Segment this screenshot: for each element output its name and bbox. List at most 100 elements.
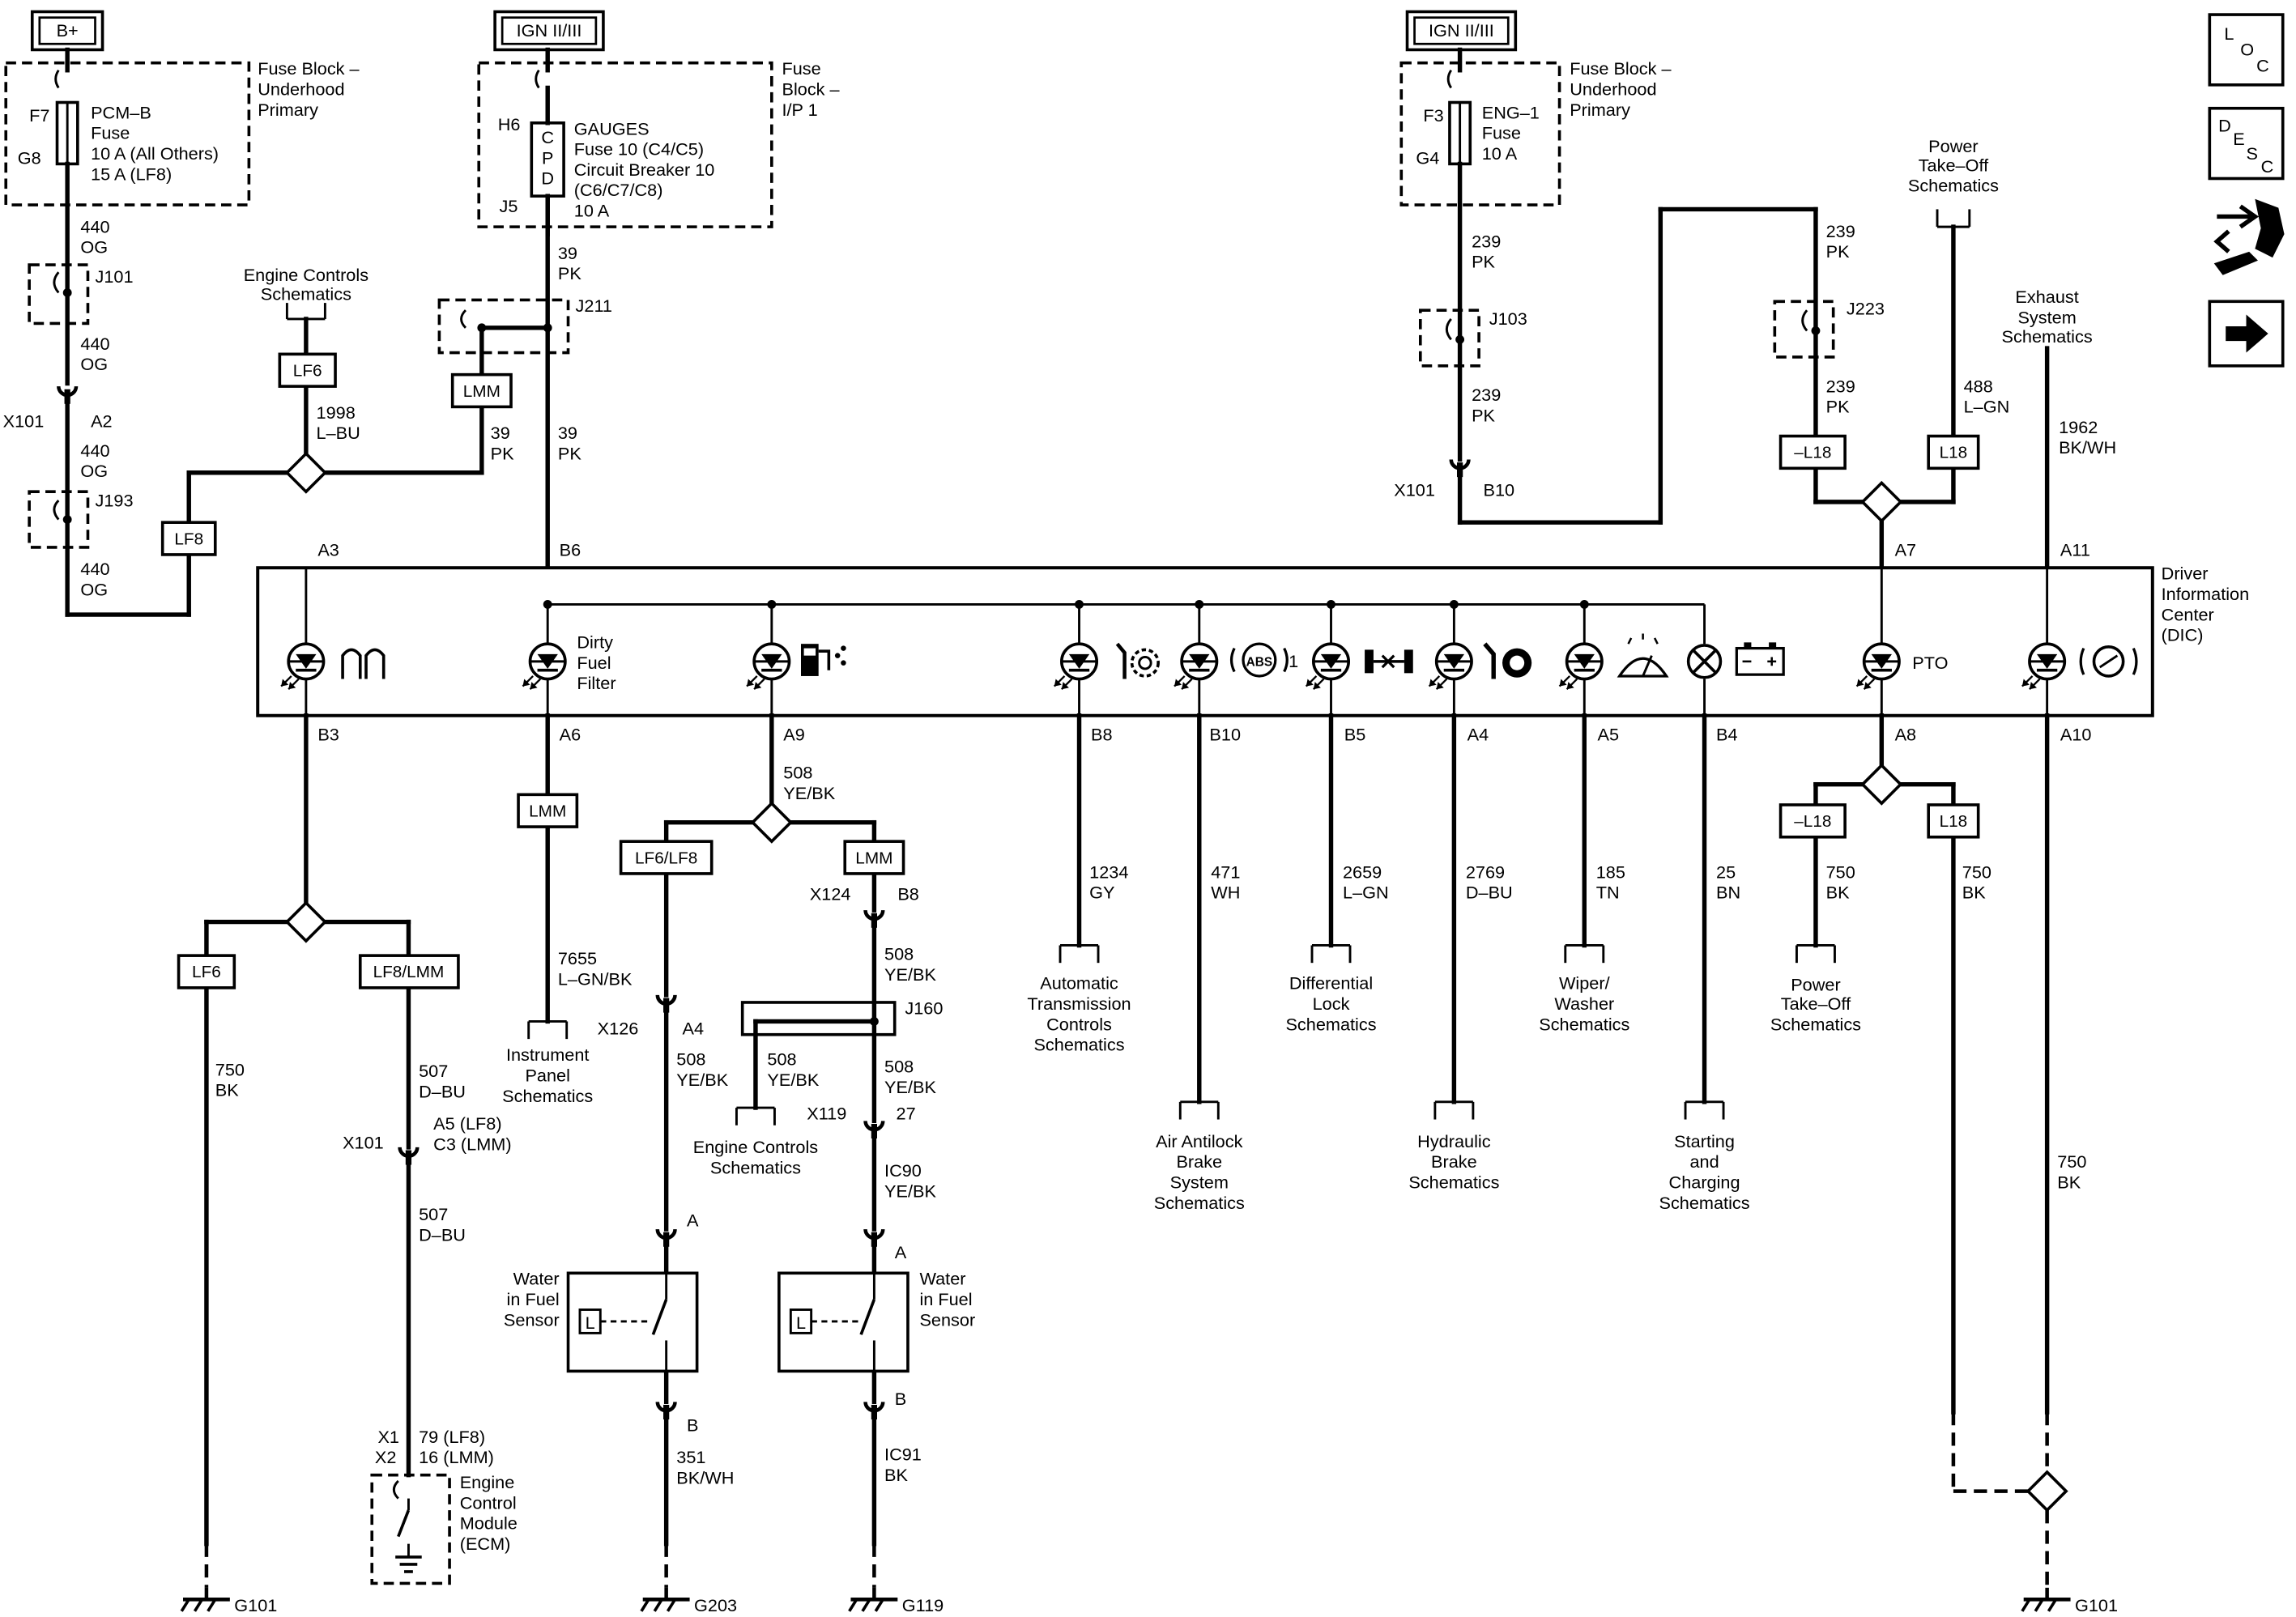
option-splice-lower-left (285, 901, 327, 943)
fb1-desc-4: 15 A (LF8) (91, 164, 172, 184)
fb1-title-1: Fuse Block – (258, 58, 360, 79)
w1962-num: 1962 (2059, 417, 2098, 437)
desc-icon-s: S (2247, 143, 2258, 164)
j101-label: J101 (96, 266, 134, 287)
reference-exhaust[interactable]: Exhaust System Schematics (2002, 287, 2093, 347)
w39-a-color: PK (558, 263, 581, 283)
x101-a5-pin-1: A5 (LF8) (433, 1113, 501, 1134)
desc-icon-e: E (2233, 129, 2244, 149)
fuse-eng-1 (1446, 47, 1472, 166)
wiring-water-fuel (663, 713, 877, 1588)
w750-a10-num: 750 (2057, 1151, 2086, 1172)
w239-d-num: 239 (1826, 376, 1855, 396)
nav-icon-desc[interactable]: D E S C (2208, 106, 2285, 181)
w488-num: 488 (1964, 376, 1993, 396)
glow-plug-icon (341, 648, 386, 679)
ref-engine-controls-top-2: Schematics (261, 283, 351, 304)
cpd-c: C (541, 127, 554, 147)
w750-l18-num: 750 (1962, 862, 1991, 882)
b-plus-label: B+ (57, 20, 79, 40)
w440-d-num: 440 (80, 559, 109, 579)
ref-pto-bottom-3: Schematics (1770, 1014, 1861, 1034)
w508-e-num: 508 (884, 1057, 914, 1077)
reference-instrument-panel[interactable]: Instrument Panel Schematics (502, 1045, 593, 1106)
dic-title-4: (DIC) (2162, 625, 2204, 645)
reference-air-antilock[interactable]: Air Antilock Brake System Schematics (1154, 1131, 1245, 1213)
reference-engine-controls-bottom[interactable]: Engine Controls Schematics (693, 1137, 819, 1177)
ref-pto-bottom-1: Power (1791, 975, 1840, 995)
indicator-exhaust (2021, 642, 2138, 691)
reference-starting[interactable]: Starting and Charging Schematics (1659, 1131, 1749, 1213)
axle-lock-icon (1365, 649, 1413, 674)
next-arrow-icon[interactable] (2208, 300, 2285, 368)
wire-labels-lower-right: 750 BK 750 BK 750 BK (1826, 862, 2087, 1192)
ref-air-antilock-1: Air Antilock (1156, 1131, 1242, 1151)
indicator-charging (1686, 642, 1785, 679)
indicator-abs: ABS 1 (1173, 642, 1298, 691)
w1234-num: 1234 (1089, 862, 1128, 882)
dic-pin-a3: A3 (317, 540, 339, 560)
ecm-conn-x1: X1 (377, 1427, 399, 1447)
brake-wrench-icon (1483, 642, 1532, 679)
dic-module: Driver Information Center (DIC) A3 B6 A7… (256, 540, 2249, 744)
j103-label: J103 (1489, 309, 1527, 329)
w750-pto-color: BK (1826, 883, 1850, 903)
ref-exhaust-2: System (2017, 307, 2076, 327)
wire-labels-lower-left: 750 BK 507 D–BU 507 D–BU 7655 L–GN/BK (215, 948, 633, 1245)
dic-pin-b3: B3 (317, 724, 339, 744)
opt-l18-bottom-label: L18 (1940, 812, 1968, 831)
w440-a-num: 440 (80, 216, 109, 236)
wiring-lower-left (204, 713, 569, 1588)
w39-c-num: 39 (558, 423, 577, 443)
reference-pto-top[interactable]: Power Take–Off Schematics (1908, 136, 1999, 196)
reference-auto-trans[interactable]: Automatic Transmission Controls Schemati… (1027, 973, 1131, 1055)
reference-wiper[interactable]: Wiper/ Washer Schematics (1539, 973, 1629, 1035)
w39-b-color: PK (491, 443, 514, 463)
abs-footnote: 1 (1289, 651, 1298, 671)
w440-a-color: OG (80, 237, 108, 257)
option-splice-pto-bottom (1861, 764, 1902, 805)
w7655-color: L–GN/BK (558, 968, 633, 989)
fuel-pump-water-icon (800, 644, 846, 676)
w440-c-color: OG (80, 461, 108, 481)
ref-diff-lock-2: Lock (1313, 994, 1350, 1014)
sensor1-label-1: Water (513, 1269, 560, 1289)
fb1-desc-2: Fuse (91, 123, 130, 143)
w39-c-color: PK (558, 443, 581, 463)
ecm-pin-2: 16 (LMM) (419, 1447, 494, 1467)
ref-hydraulic-brake-1: Hydraulic (1417, 1131, 1491, 1151)
reference-engine-controls-top[interactable]: Engine Controls Schematics (244, 265, 369, 304)
w750-lf6-num: 750 (215, 1059, 245, 1079)
service-icon[interactable] (2213, 198, 2285, 275)
wic91-color: BK (884, 1465, 908, 1485)
x101-b10-name: X101 (1394, 480, 1435, 500)
ecm-conn-x2: X2 (375, 1447, 397, 1467)
sensor1-pin-a: A (687, 1210, 699, 1230)
loc-icon-l: L (2224, 23, 2234, 44)
battery-icon (1735, 642, 1785, 676)
w507-b-color: D–BU (419, 1225, 466, 1245)
x126-name: X126 (598, 1019, 639, 1039)
x101-a5-name: X101 (343, 1133, 384, 1153)
sensor1-pin-b: B (687, 1415, 698, 1435)
w351-num: 351 (676, 1447, 705, 1467)
reference-diff-lock[interactable]: Differential Lock Schematics (1285, 973, 1376, 1035)
ecm-label-1: Engine (460, 1472, 515, 1492)
ground-g203: G203 (641, 1588, 737, 1615)
dic-title-1: Driver (2162, 564, 2209, 584)
fuse-block-underhood-1: Fuse Block – Underhood Primary F7 G8 PCM… (4, 58, 360, 206)
wic90-color: YE/BK (884, 1181, 936, 1201)
w750-pto-num: 750 (1826, 862, 1855, 882)
sensor2-label-2: in Fuel (919, 1289, 972, 1309)
fbip-pin-h6: H6 (498, 114, 521, 134)
w508-b-num: 508 (884, 944, 914, 964)
dic-pin-a9: A9 (783, 724, 805, 744)
nav-icon-loc[interactable]: L O C (2208, 13, 2285, 87)
reference-hydraulic-brake[interactable]: Hydraulic Brake Schematics (1408, 1131, 1499, 1193)
w440-c-num: 440 (80, 440, 109, 461)
reference-pto-bottom[interactable]: Power Take–Off Schematics (1770, 975, 1861, 1035)
fb1-title-2: Underhood (258, 79, 344, 99)
desc-icon-c: C (2261, 156, 2274, 177)
w750-lf6-color: BK (215, 1080, 239, 1100)
dic-pin-a4: A4 (1467, 724, 1489, 744)
